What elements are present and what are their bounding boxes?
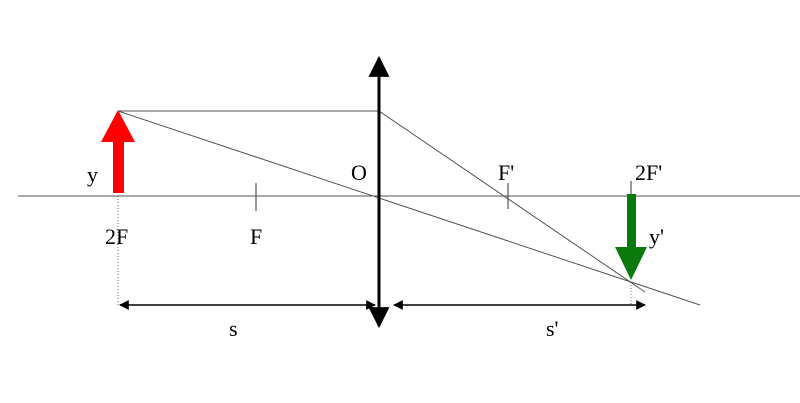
object-point-label: 2F bbox=[105, 224, 128, 249]
image-point-label: 2F' bbox=[635, 160, 662, 185]
object-distance-label: s bbox=[229, 316, 238, 341]
image-height-label: y' bbox=[649, 224, 664, 249]
object-arrow bbox=[101, 110, 135, 193]
refracted-ray bbox=[378, 110, 646, 293]
optical-center-label: O bbox=[351, 160, 367, 185]
image-distance-label: s' bbox=[546, 316, 559, 341]
focal-point-label: F bbox=[250, 224, 262, 249]
image-arrow bbox=[615, 194, 647, 280]
object-height-label: y bbox=[87, 162, 98, 187]
image-focal-point-label: F' bbox=[498, 160, 514, 185]
center-ray bbox=[117, 110, 701, 306]
